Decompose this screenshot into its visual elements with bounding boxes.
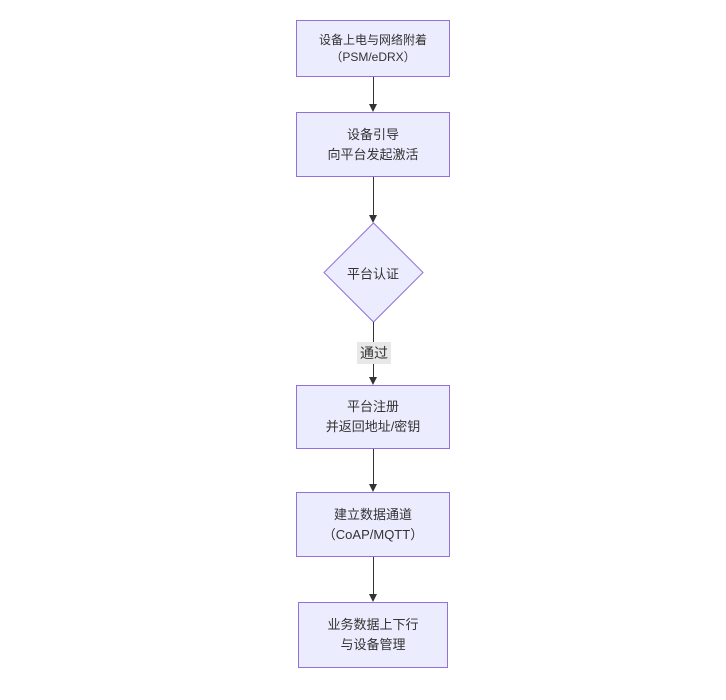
node-text-line: 向平台发起激活 [327, 146, 419, 162]
flow-node-platform-register: 平台注册 并返回地址/密钥 [296, 385, 450, 449]
flow-edge [372, 77, 374, 105]
arrowhead-icon [368, 377, 377, 385]
arrowhead-icon [368, 484, 377, 492]
arrowhead-icon [368, 215, 377, 223]
edge-label-pass: 通过 [357, 342, 391, 364]
flow-edge [372, 557, 374, 596]
flow-node-power-attach: 设备上电与网络附着 （PSM/eDRX） [296, 20, 450, 77]
node-text-line: （PSM/eDRX） [330, 49, 416, 64]
node-text-line: 业务数据上下行 [327, 617, 419, 632]
node-text-line: （CoAP/MQTT） [322, 526, 424, 542]
node-text-line: 设备上电与网络附着 [318, 32, 427, 47]
node-text-line: 设备引导 [346, 126, 399, 142]
flow-edge [372, 177, 374, 217]
arrowhead-icon [368, 104, 377, 112]
node-text-line: 并返回地址/密钥 [325, 419, 421, 434]
flow-node-bootstrap: 设备引导 向平台发起激活 [296, 112, 450, 177]
node-text-line: 平台注册 [346, 399, 399, 414]
flow-edge [372, 449, 374, 486]
node-text-line: 建立数据通道 [333, 506, 412, 522]
flow-node-data-channel: 建立数据通道 （CoAP/MQTT） [296, 492, 450, 557]
node-text-line: 与设备管理 [340, 637, 406, 652]
flow-node-business-data: 业务数据上下行 与设备管理 [298, 602, 448, 668]
arrowhead-icon [368, 594, 377, 602]
flow-node-platform-auth-label: 平台认证 [346, 266, 400, 281]
